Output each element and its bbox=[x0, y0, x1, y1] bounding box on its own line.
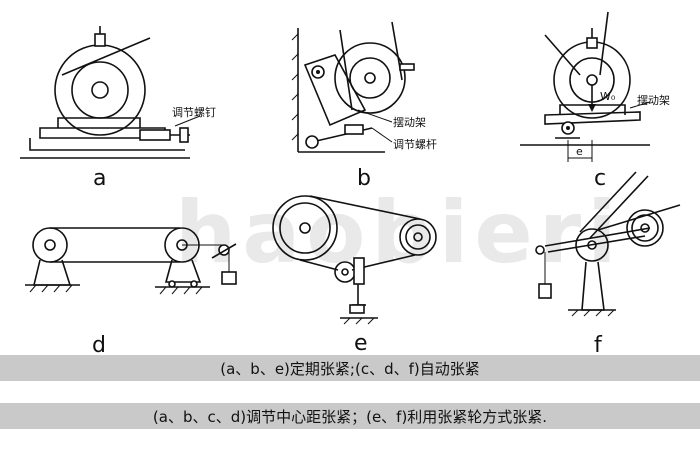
panel-f-drawing bbox=[535, 171, 681, 317]
panel-d-drawing bbox=[25, 227, 237, 295]
watermark-text: haobieri bbox=[175, 183, 623, 283]
panel-a-drawing bbox=[20, 26, 201, 159]
panel-c-symbol-w0: W₀ bbox=[600, 90, 616, 103]
panel-c-symbol-e: e bbox=[576, 145, 583, 158]
caption-line-2: (a、b、c、d)调节中心距张紧；(e、f)利用张紧轮方式张紧. bbox=[152, 407, 548, 426]
panel-c-drawing bbox=[520, 11, 651, 162]
panel-b-letter: b bbox=[357, 166, 371, 191]
panel-c-letter: c bbox=[594, 166, 606, 191]
panel-d-letter: d bbox=[92, 333, 106, 358]
panel-b-label-adjusting-rod: 调节螺杆 bbox=[393, 137, 437, 151]
caption-bar-2: (a、b、c、d)调节中心距张紧；(e、f)利用张紧轮方式张紧. bbox=[0, 403, 700, 429]
panel-b-label-swing-frame: 摆动架 bbox=[393, 115, 426, 129]
panel-e-drawing bbox=[272, 195, 437, 325]
panel-f-letter: f bbox=[594, 333, 603, 358]
panel-a-label-adjusting-screw: 调节螺钉 bbox=[172, 106, 216, 119]
panel-a-letter: a bbox=[93, 166, 106, 191]
panel-b-drawing bbox=[291, 21, 415, 153]
caption-bar-1: (a、b、e)定期张紧;(c、d、f)自动张紧 bbox=[0, 355, 700, 381]
panel-c-label-swing-frame: 摆动架 bbox=[637, 93, 670, 107]
panel-e-letter: e bbox=[354, 331, 368, 356]
caption-line-1: (a、b、e)定期张紧;(c、d、f)自动张紧 bbox=[220, 359, 480, 378]
